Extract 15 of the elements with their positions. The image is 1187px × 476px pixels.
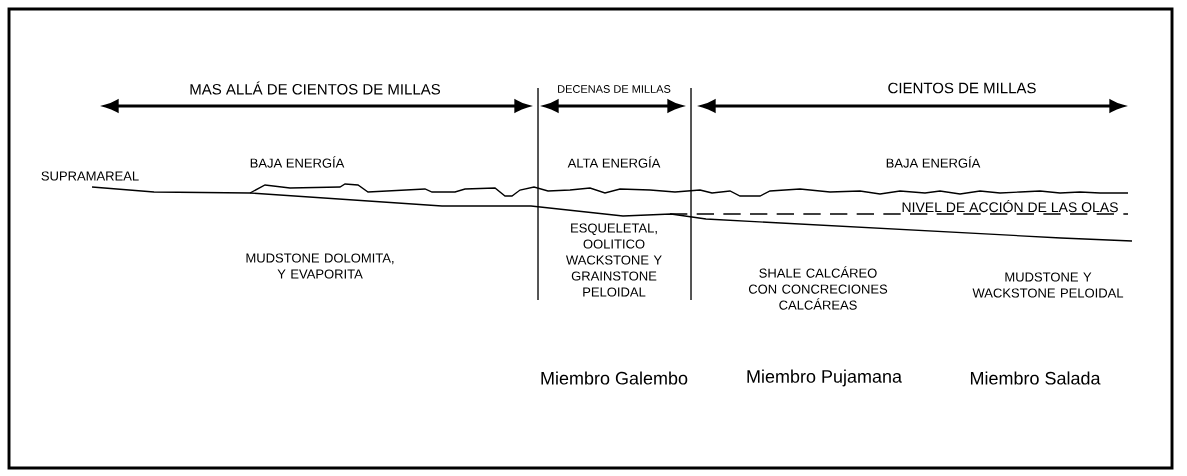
member-label: Miembro Pujamana <box>747 369 902 387</box>
member-label: Miembro Salada <box>970 371 1101 385</box>
facies-label: SHALE CALCÁREO CON CONCRECIONES CALCÁREAS <box>748 266 888 310</box>
distance-label: CIENTOS DE MILLAS <box>888 82 1036 94</box>
facies-label: ESQUELETAL, OOLITICO WACKSTONE Y GRAINSTONE PELOIDAL <box>566 223 662 297</box>
energy-label: ALTA ENERGÍA <box>567 156 661 168</box>
facies-label: MUDSTONE DOLOMITA, Y EVAPORITA <box>246 253 394 279</box>
zone-label: SUPRAMAREAL <box>41 171 139 181</box>
facies-label: MUDSTONE Y WACKSTONE PELOIDAL <box>972 272 1124 298</box>
distance-label: MAS ALLÁ DE CIENTOS DE MILLAS <box>190 81 441 95</box>
member-label: Miembro Galembo <box>541 371 688 385</box>
distance-label: DECENAS DE MILLAS <box>558 85 671 93</box>
wave-base-label: NIVEL DE ACCIÓN DE LAS OLAS <box>902 199 1118 213</box>
energy-label: BAJA ENERGÍA <box>250 156 345 168</box>
energy-label: BAJA ENERGÍA <box>886 156 981 168</box>
